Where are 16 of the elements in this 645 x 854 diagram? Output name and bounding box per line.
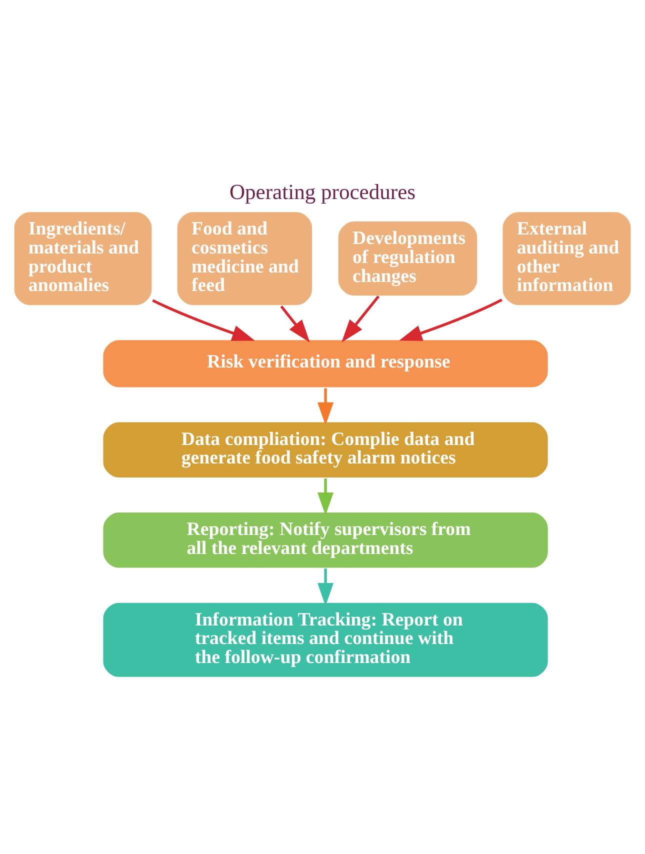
node-box: Data compliation: Complie data and generate food safety alarm notices (102, 420, 550, 479)
arrow (318, 478, 334, 516)
node-box: Information Tracking: Report on tracked items and continue with the follow-up confirmation (102, 601, 550, 678)
node-box: Risk verification and response (102, 338, 550, 389)
arrow (342, 295, 380, 342)
arrow (318, 568, 334, 606)
node-box: Food and cosmetics medicine and feed (176, 210, 314, 306)
arrow (280, 306, 310, 342)
node-box: External auditing and other information (501, 210, 632, 306)
arrow (399, 298, 502, 341)
arrow (152, 299, 256, 341)
node-box: Reporting: Notify supervisors from all the relevant departments (102, 511, 550, 570)
node-box: Developments of regulation changes (336, 220, 478, 297)
arrow (318, 388, 334, 426)
node-box: Ingredients/ materials and product anomalies (12, 210, 154, 306)
diagram-title: Operating procedures (229, 180, 416, 204)
